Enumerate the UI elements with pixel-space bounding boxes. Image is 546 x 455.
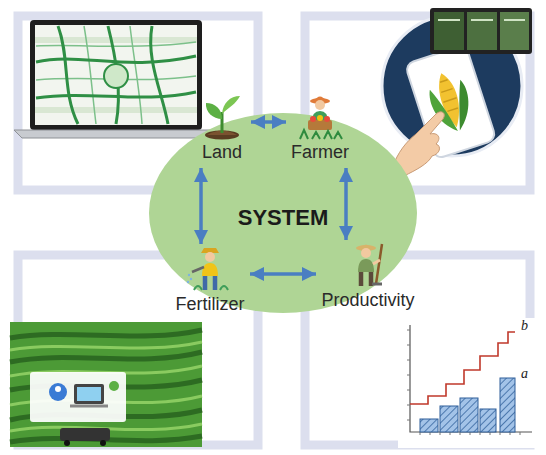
concept-node: Land [193, 92, 251, 168]
node-icon-part [222, 96, 240, 114]
ellipse-fill [149, 113, 417, 313]
rice-field-photo-part [100, 440, 106, 446]
laptop-map-part [30, 20, 202, 130]
laptop-map-part-part [151, 26, 168, 124]
node-icon-part [361, 245, 371, 249]
laptop-map [14, 20, 218, 138]
node-icon-part [372, 283, 382, 286]
app-screenshots [430, 8, 532, 54]
laptop-map-part [36, 26, 196, 124]
app-screenshots-part [430, 8, 532, 54]
rice-field-photo-part-part [10, 342, 202, 350]
concept-node: Fertilizer [170, 244, 250, 320]
rice-field-photo-part [64, 440, 70, 446]
rice-field-photo-part [60, 428, 110, 441]
laptop-map-part-part [36, 92, 196, 98]
histogram-chart-part [410, 325, 532, 432]
node-icon-part [205, 276, 215, 290]
node-icon-part [310, 116, 316, 122]
laptop-map-part-part [84, 26, 96, 124]
double-arrow [251, 120, 286, 124]
node-icon [344, 240, 392, 288]
rice-field-photo-part [109, 381, 119, 391]
node-icon [186, 244, 234, 292]
histogram-chart-part [480, 409, 496, 432]
histogram-chart [398, 318, 536, 448]
rice-field-photo-part [77, 387, 101, 401]
laptop-map-part [14, 130, 218, 138]
phone-app-part-part [445, 79, 478, 130]
double-arrow [344, 168, 348, 240]
rice-field-photo-part [70, 405, 108, 408]
concept-node: Productivity [316, 240, 420, 316]
node-icon-part [206, 103, 222, 119]
node-label: Land [193, 142, 251, 164]
rice-field-photo-part-part [10, 352, 202, 362]
rice-field-photo-part [55, 386, 61, 392]
node-icon-part [188, 274, 190, 276]
node-icon-part [361, 272, 371, 286]
histogram-chart-part [440, 406, 458, 432]
concept-node: Farmer [286, 92, 354, 168]
laptop-map-part-part [36, 42, 196, 46]
histogram-chart-part [500, 378, 515, 432]
app-screenshots-part [467, 12, 497, 50]
rice-field-photo-part [49, 383, 67, 401]
double-arrow [250, 272, 316, 276]
app-screenshots-part [438, 19, 525, 21]
system-ellipse: SYSTEM Land FarmerFertilizer Productivity [148, 112, 418, 314]
laptop-map-part-part [130, 26, 142, 124]
rice-field-photo-part [74, 384, 104, 404]
node-icon [198, 92, 246, 140]
phone-app [382, 8, 532, 176]
node-icon-part [192, 267, 204, 272]
node-icon-part [194, 286, 228, 290]
system-title: SYSTEM [148, 205, 418, 231]
node-icon-part [358, 259, 374, 272]
laptop-map-part-part [58, 26, 78, 124]
histogram-chart-part [420, 419, 438, 432]
node-icon-part [187, 281, 189, 283]
node-label: Productivity [316, 290, 420, 312]
node-icon-part [361, 248, 371, 258]
node-label: Farmer [286, 142, 354, 164]
node-icon-part [300, 130, 342, 139]
app-screenshots-part [434, 12, 464, 50]
histogram-chart-part [410, 332, 515, 404]
rice-field-photo-part [30, 372, 126, 422]
node-icon-part [324, 116, 330, 122]
node-label: Fertilizer [170, 294, 250, 316]
laptop-map-part [35, 25, 197, 125]
double-arrow [199, 168, 203, 244]
node-icon-part [190, 278, 192, 280]
node-icon [296, 92, 344, 140]
rice-field-photo-part [10, 322, 202, 447]
rice-field-photo-part [10, 330, 202, 442]
chart-label: b [521, 318, 528, 333]
laptop-map-part [36, 26, 196, 124]
histogram-chart-part [460, 398, 478, 432]
rice-field-photo-part-part [10, 330, 202, 338]
histogram-chart-part [398, 318, 536, 448]
rice-field-photo-part [10, 342, 202, 431]
rice-field-photo [10, 322, 202, 447]
node-icon-part [315, 100, 325, 110]
node-icon-part [202, 263, 218, 276]
node-icon-part [373, 260, 380, 264]
node-icon-part [317, 115, 323, 121]
app-screenshots-part [500, 12, 529, 50]
chart-label: a [521, 366, 528, 381]
laptop-map-part [104, 64, 128, 88]
laptop-map-part [35, 40, 197, 110]
node-icon-part [205, 252, 215, 262]
histogram-chart-part [407, 330, 520, 435]
node-icon-part [376, 244, 382, 284]
